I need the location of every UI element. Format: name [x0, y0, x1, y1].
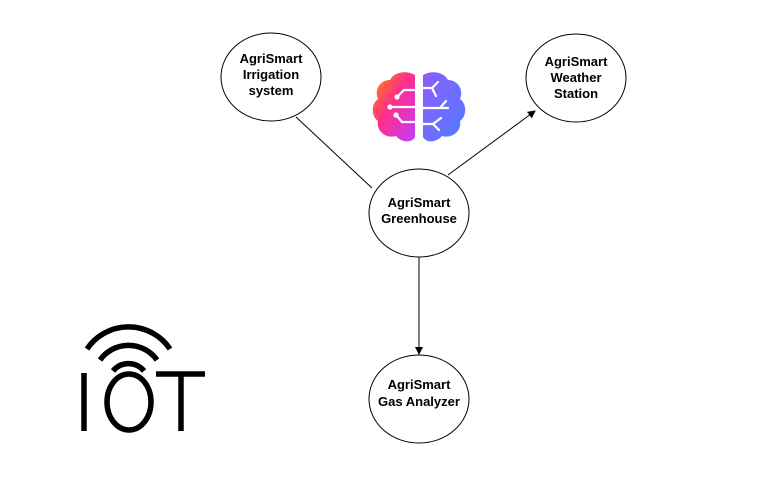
ai-brain-icon	[372, 72, 466, 142]
node-label: Gas Analyzer	[378, 394, 460, 409]
node-label: AgriSmart	[240, 51, 304, 66]
edge-greenhouse-irrigation	[295, 116, 373, 189]
node-gas-analyzer[interactable]: AgriSmart Gas Analyzer	[368, 354, 470, 444]
node-label: system	[249, 83, 294, 98]
iot-lettering	[81, 371, 205, 433]
node-greenhouse[interactable]: AgriSmart Greenhouse	[368, 168, 470, 258]
node-label: AgriSmart	[545, 54, 609, 69]
node-label: Greenhouse	[381, 211, 457, 226]
node-weather-station[interactable]: AgriSmart Weather Station	[525, 33, 627, 123]
edge-greenhouse-weather	[447, 110, 536, 176]
node-label: Irrigation	[243, 67, 299, 82]
node-irrigation-system[interactable]: AgriSmart Irrigation system	[220, 32, 322, 122]
node-label: Station	[554, 86, 598, 101]
iot-logo	[81, 324, 205, 433]
node-label: AgriSmart	[388, 195, 452, 210]
wifi-signal-icon	[84, 324, 173, 373]
node-label: AgriSmart	[388, 377, 452, 392]
node-label: Weather	[550, 70, 601, 85]
